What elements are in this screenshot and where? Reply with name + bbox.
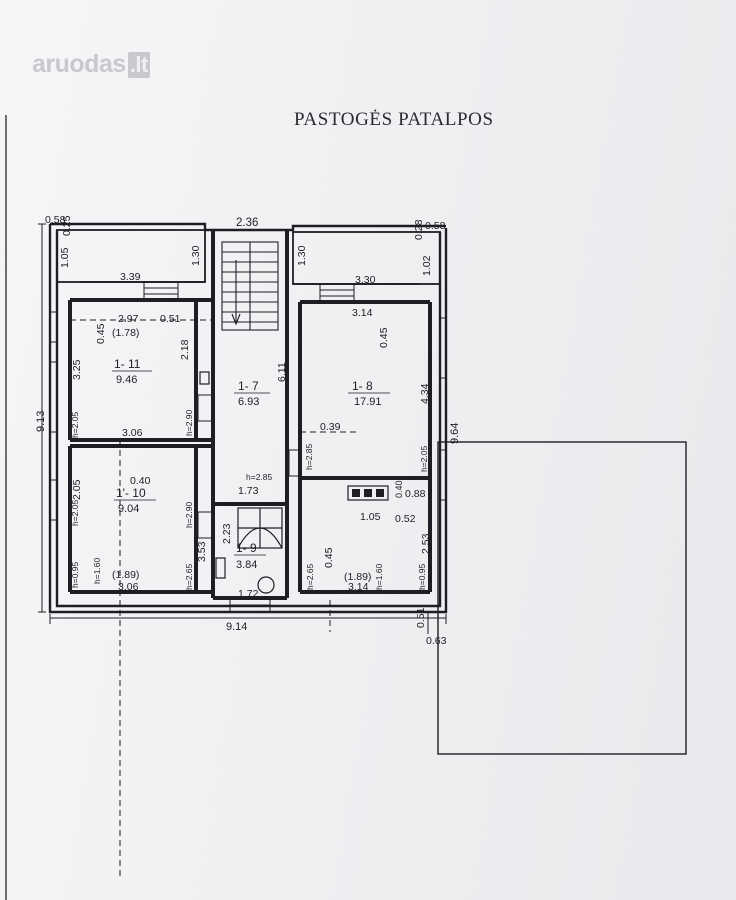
dim-left-balcony-w: 3.39 <box>120 271 141 283</box>
room-1-7: 6.11 1- 7 6.93 h=2.85 1.73 <box>234 362 288 497</box>
room-1-11-h: h=2.05 <box>70 411 80 438</box>
dimension-lines <box>38 223 447 634</box>
room-1-11-d2: 0.51 <box>160 313 181 325</box>
room-1-9-bottom: 1.72 <box>238 588 259 600</box>
room-br-side: 2.53 <box>420 533 432 554</box>
room-1-8-h2: h=2.05 <box>419 445 429 472</box>
room-1-11-bottom: 3.06 <box>122 427 143 439</box>
dim-top-left-ext: 0.58 <box>45 214 66 226</box>
room-1-7-area: 6.93 <box>238 396 259 408</box>
staircase <box>221 241 279 331</box>
room-br-sub: (1.89) <box>344 571 371 583</box>
room-1-8: 3.14 0.45 4.34 1- 8 17.91 0.39 h=2.85 h=… <box>304 307 431 525</box>
balconies <box>56 229 441 285</box>
room-1-10-area: 9.04 <box>118 503 139 515</box>
dim-bottom-right-a: 0.51 <box>415 607 427 628</box>
dim-bottom-right-b: 0.63 <box>426 635 447 647</box>
dim-right-wall: 1.02 <box>421 255 433 276</box>
room-1-10-sub: (1.89) <box>112 569 139 581</box>
dim-top-center: 2.36 <box>236 217 258 229</box>
dim-bottom-width: 9.14 <box>226 621 247 633</box>
room-1-8-d1: 0.45 <box>378 327 390 348</box>
room-1-10-d1: 0.40 <box>130 475 151 487</box>
dim-top-right-ext: 0.58 <box>425 220 446 232</box>
dim-right-balcony-w: 3.30 <box>355 274 376 286</box>
room-1-11-id: 1- 11 <box>114 357 141 371</box>
dim-overall-left: 9.13 <box>35 411 47 432</box>
interior-walls <box>68 230 432 600</box>
dim-left-balcony-h: 1.30 <box>190 245 202 266</box>
room-1-7-h: h=2.85 <box>246 472 273 482</box>
dimension-labels: 0.58 0.25 2.36 0.58 0.28 1.05 3.39 1.30 … <box>35 214 461 647</box>
room-1-8-area: 17.91 <box>354 396 382 408</box>
room-1-11-side: 2.18 <box>179 339 191 360</box>
room-1-11-h2: h=2.90 <box>184 409 194 436</box>
room-1-8-h: h=2.85 <box>304 443 314 470</box>
room-1-7-id: 1- 7 <box>238 379 259 393</box>
room-1-7-side: 6.11 <box>276 362 288 382</box>
room-1-9-id: 1- 9 <box>236 541 257 555</box>
room-br-h2: h=1.60 <box>374 563 384 590</box>
room-1-9: 2.23 1- 9 3.84 1.72 <box>221 523 266 600</box>
room-1-10-side: 3.53 <box>196 541 208 562</box>
dashed-lines <box>70 319 360 880</box>
room-1-8-d2: 0.39 <box>320 421 341 433</box>
room-1-11-area: 9.46 <box>116 374 137 386</box>
logo-text: aruodas <box>32 50 126 78</box>
room-1-8-k3: 1.05 <box>360 511 381 523</box>
room-1-11-d1: 0.45 <box>95 323 107 344</box>
room-br-h: h=2.65 <box>305 563 315 590</box>
room-1-9-side: 2.23 <box>221 523 233 544</box>
plan-title: PASTOGĖS PATALPOS <box>294 109 494 130</box>
logo-tld: .lt <box>127 52 150 78</box>
room-1-8-side: 4.34 <box>419 383 431 404</box>
room-1-8-k2: 0.88 <box>405 488 426 500</box>
room-1-7-bottom: 1.73 <box>238 485 259 497</box>
annex-outline <box>437 441 687 755</box>
room-1-8-k4: 0.52 <box>395 513 416 525</box>
room-1-10-h3: h=0.95 <box>70 561 80 588</box>
room-1-10-bottom: 3.06 <box>118 581 139 593</box>
room-1-10-h5: h=2.65 <box>184 563 194 590</box>
room-1-11: 2.97 (1.78) 0.45 0.51 2.18 3.25 1- 11 9.… <box>70 313 194 439</box>
room-1-10-h: h=2.05 <box>70 499 80 526</box>
dim-left-wall: 1.05 <box>59 247 71 268</box>
room-1-11-width: 2.97 <box>118 313 139 325</box>
room-1-10-left: 2.05 <box>71 479 83 500</box>
room-1-8-k1: 0.40 <box>394 480 404 498</box>
dim-top-left-ext2: 0.25 <box>61 215 73 236</box>
stove-icon <box>347 485 389 501</box>
dim-top-right-ext2: 0.28 <box>413 219 425 240</box>
room-1-10-h4: h=1.60 <box>92 557 102 584</box>
room-1-11-left: 3.25 <box>71 359 83 380</box>
dim-right-balcony-h: 1.30 <box>296 245 308 266</box>
windows <box>49 281 447 613</box>
room-1-10-id: 1'- 10 <box>116 486 146 500</box>
bathroom-fixtures <box>199 371 283 594</box>
room-1-9-area: 3.84 <box>236 559 257 571</box>
room-br-h3: h=0.95 <box>417 563 427 590</box>
room-1-10-h2: h=2.90 <box>184 501 194 528</box>
room-br-d1: 0.45 <box>323 547 335 568</box>
room-br-bottom: 3.14 <box>348 581 369 593</box>
dim-overall-right: 9.64 <box>449 423 461 444</box>
room-1-11-sub: (1.78) <box>112 327 139 339</box>
room-1-8-top: 3.14 <box>352 307 373 319</box>
room-bottom-right: h=2.65 0.45 h=1.60 (1.89) 3.14 h=0.95 2.… <box>305 533 432 593</box>
room-1-10: 0.40 2.05 h=2.05 h=2.90 1'- 10 9.04 h=0.… <box>70 475 208 593</box>
aruodas-watermark-logo: aruodas.lt <box>32 50 150 79</box>
room-1-8-id: 1- 8 <box>352 379 373 393</box>
